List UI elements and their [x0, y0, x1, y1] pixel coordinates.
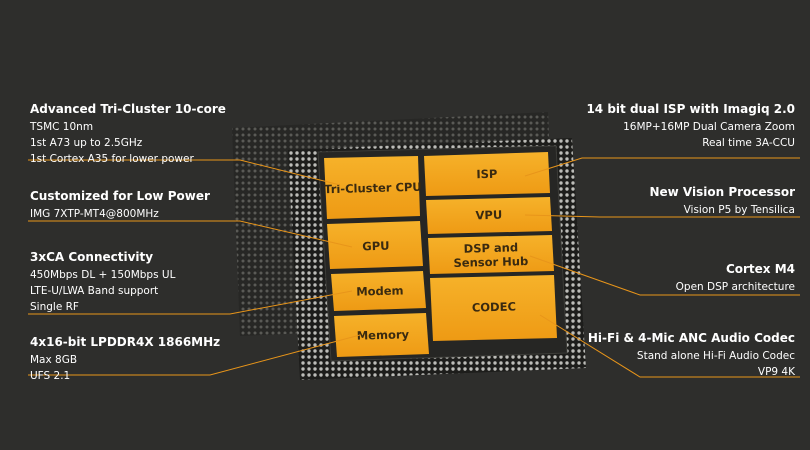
callout-dsp-heading: Cortex M4: [725, 262, 795, 276]
callout-codec: Hi-Fi & 4-Mic ANC Audio Codec Stand alon…: [588, 329, 795, 380]
callout-modem-line-3: Single RF: [30, 301, 79, 313]
block-label-isp: ISP: [476, 167, 497, 182]
block-label-dsp-1: DSP and: [463, 240, 518, 255]
callout-modem-line-1: 450Mbps DL + 150Mbps UL: [30, 269, 176, 281]
block-label-codec: CODEC: [472, 299, 516, 314]
block-label-vpu: VPU: [475, 208, 502, 223]
callout-codec-line-2: VP9 4K: [757, 366, 795, 378]
leader-line-dsp: [529, 255, 800, 296]
block-isp: ISP: [424, 152, 550, 196]
callout-modem-line-2: LTE-U/LWA Band support: [30, 285, 159, 297]
leader-line-memory: [28, 334, 361, 376]
callout-isp-heading: 14 bit dual ISP with Imagiq 2.0: [586, 102, 795, 116]
callout-modem: 3xCA Connectivity 450Mbps DL + 150Mbps U…: [30, 248, 175, 315]
callout-codec-line-1: Stand alone Hi-Fi Audio Codec: [636, 350, 795, 362]
callout-cpu: Advanced Tri-Cluster 10-core TSMC 10nm 1…: [30, 100, 226, 167]
callout-vpu: New Vision Processor Vision P5 by Tensil…: [649, 183, 795, 218]
block-label-cpu: Tri-Cluster CPU: [324, 180, 422, 197]
block-modem: Modem: [331, 271, 426, 311]
callout-modem-heading: 3xCA Connectivity: [30, 250, 154, 264]
block-codec: CODEC: [430, 275, 557, 341]
callout-memory: 4x16-bit LPDDR4X 1866MHz Max 8GB UFS 2.1: [30, 333, 220, 384]
callout-memory-line-1: Max 8GB: [30, 354, 78, 366]
callout-cpu-line-3: 1st Cortex A35 for lower power: [30, 153, 194, 165]
block-label-dsp-2: Sensor Hub: [453, 254, 528, 270]
block-label-memory: Memory: [357, 327, 410, 342]
block-memory: Memory: [334, 313, 429, 357]
callout-cpu-line-2: 1st A73 up to 2.5GHz: [30, 137, 143, 149]
callout-isp: 14 bit dual ISP with Imagiq 2.0 16MP+16M…: [586, 100, 795, 151]
leader-lines: [28, 157, 800, 378]
callout-dsp: Cortex M4 Open DSP architecture: [676, 260, 795, 295]
block-dsp-sensor-hub: DSP and Sensor Hub: [428, 235, 554, 274]
callout-vpu-heading: New Vision Processor: [649, 185, 795, 199]
leader-line-modem: [28, 290, 353, 315]
callout-cpu-heading: Advanced Tri-Cluster 10-core: [30, 102, 226, 116]
callout-gpu-heading: Customized for Low Power: [30, 189, 210, 203]
leader-line-codec: [539, 314, 800, 378]
block-gpu: GPU: [327, 221, 423, 269]
callout-vpu-line-1: Vision P5 by Tensilica: [683, 204, 795, 216]
callout-isp-line-2: Real time 3A-CCU: [702, 137, 795, 149]
callout-dsp-line-1: Open DSP architecture: [675, 281, 795, 293]
leader-line-cpu: [28, 159, 341, 186]
callout-gpu: Customized for Low Power IMG 7XTP-MT4@80…: [30, 187, 210, 222]
block-tri-cluster-cpu: Tri-Cluster CPU: [324, 156, 422, 219]
callout-cpu-line-1: TSMC 10nm: [30, 121, 94, 133]
block-label-modem: Modem: [356, 283, 404, 298]
callout-memory-line-2: UFS 2.1: [30, 370, 71, 382]
callout-codec-heading: Hi-Fi & 4-Mic ANC Audio Codec: [587, 331, 795, 345]
callout-gpu-line-1: IMG 7XTP-MT4@800MHz: [30, 208, 159, 220]
leader-line-vpu: [524, 214, 800, 218]
callout-isp-line-1: 16MP+16MP Dual Camera Zoom: [623, 121, 795, 133]
block-label-gpu: GPU: [362, 239, 390, 254]
leader-line-isp: [524, 157, 800, 177]
leader-line-gpu: [28, 220, 353, 248]
callout-memory-heading: 4x16-bit LPDDR4X 1866MHz: [30, 335, 221, 349]
block-vpu: VPU: [426, 197, 552, 234]
